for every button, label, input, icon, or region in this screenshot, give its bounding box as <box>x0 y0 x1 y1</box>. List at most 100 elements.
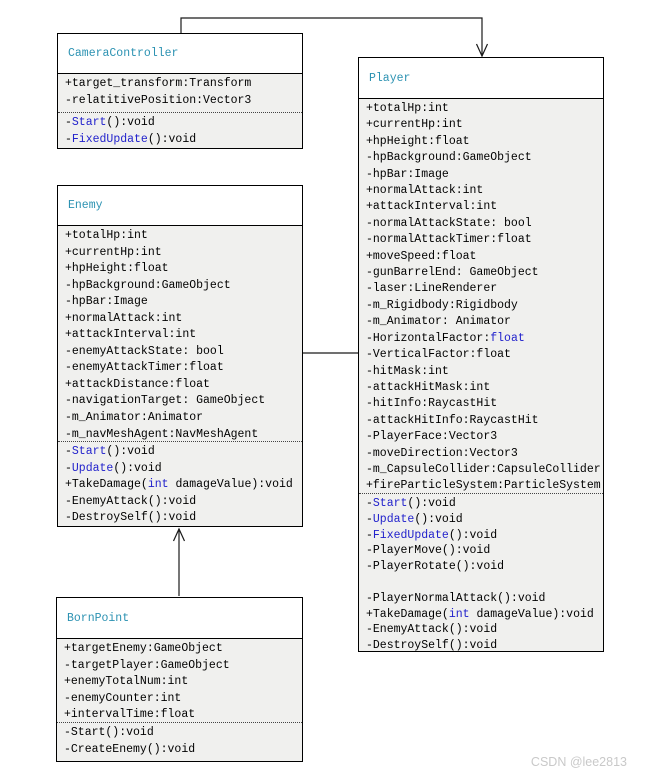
member-text: - <box>65 132 72 146</box>
member-row: -targetPlayer:GameObject <box>64 658 302 675</box>
member-text: ():void <box>147 132 197 146</box>
member-row: +hpHeight:float <box>366 134 603 150</box>
member-text: -normalAttackState: bool <box>366 216 532 230</box>
member-row: -HorizontalFactor:float <box>366 331 603 347</box>
member-row: -hpBar:Image <box>366 167 603 183</box>
member-text: -PlayerRotate():void <box>366 560 505 574</box>
member-text: -VerticalFactor:float <box>366 348 511 362</box>
member-row: +normalAttack:int <box>65 311 302 328</box>
member-text: +attackInterval:int <box>65 328 197 342</box>
connector-bornpoint-to-enemy <box>172 527 186 596</box>
keyword-text: Update <box>71 461 114 475</box>
member-row: +hpHeight:float <box>65 261 302 278</box>
class-title-player: Player <box>359 58 603 99</box>
member-text: damageValue):void <box>168 478 293 491</box>
member-text: -m_Rigidbody:Rigidbody <box>366 298 518 312</box>
member-text: +enemyTotalNum:int <box>64 675 189 688</box>
member-text: -relatitivePosition:Vector3 <box>65 93 252 107</box>
member-row: +totalHp:int <box>65 228 302 245</box>
member-text: -HorizontalFactor: <box>366 331 491 345</box>
member-text: -PlayerNormalAttack():void <box>366 591 546 605</box>
member-row: +normalAttack:int <box>366 183 603 199</box>
member-text: +targetEnemy:GameObject <box>64 642 223 655</box>
member-row: -PlayerRotate():void <box>366 559 603 575</box>
member-row: -gunBarrelEnd: GameObject <box>366 265 603 281</box>
member-row: -CreateEnemy():void <box>64 742 302 759</box>
member-row: -navigationTarget: GameObject <box>65 393 302 410</box>
attributes-section: +totalHp:int+currentHp:int +hpHeight:floa… <box>58 226 302 442</box>
member-row: +fireParticleSystem:ParticleSystem <box>366 478 603 493</box>
arrowhead-down-icon <box>475 43 489 58</box>
member-text: -attackHitMask:int <box>366 380 491 394</box>
member-row: -m_Animator: Animator <box>366 314 603 330</box>
member-text: -EnemyAttack():void <box>65 494 197 508</box>
member-row: -hitMask:int <box>366 364 603 380</box>
member-row: -DestroySelf():void <box>65 510 302 527</box>
member-row: -PlayerMove():void <box>366 543 603 559</box>
member-row: +attackDistance:float <box>65 377 302 394</box>
member-text: +currentHp:int <box>366 118 463 132</box>
attributes-section: +targetEnemy:GameObject -targetPlayer:Gam… <box>57 639 302 723</box>
member-row: +attackInterval:int <box>366 199 603 215</box>
member-row: -m_CapsuleCollider:CapsuleCollider <box>366 462 603 478</box>
member-text: +hpHeight:float <box>65 262 169 276</box>
member-text: -CreateEnemy():void <box>64 742 196 756</box>
member-row: -EnemyAttack():void <box>366 622 603 638</box>
member-text: ():void <box>407 497 456 510</box>
member-row: -Start():void <box>64 725 302 742</box>
member-row: -normalAttackState: bool <box>366 216 603 232</box>
keyword-text: FixedUpdate <box>71 132 148 146</box>
member-row: -PlayerFace:Vector3 <box>366 429 603 445</box>
methods-section: -Start():void-FixedUpdate():void <box>58 113 302 148</box>
member-row: +TakeDamage(int damageValue):void <box>65 477 302 494</box>
member-row: -hitInfo:RaycastHit <box>366 396 603 412</box>
member-text: ():void <box>106 445 155 458</box>
member-text: -normalAttackTimer:float <box>366 233 532 247</box>
member-text: +currentHp:int <box>65 245 162 259</box>
member-text: ():void <box>113 461 162 475</box>
member-text: -attackHitInfo:RaycastHit <box>366 413 539 427</box>
member-text: -gunBarrelEnd: GameObject <box>366 266 539 280</box>
member-row: -enemyAttackState: bool <box>65 344 302 361</box>
member-text: -enemyAttackState: bool <box>65 344 224 358</box>
member-text: -EnemyAttack():void <box>366 623 498 637</box>
member-row: -m_Animator:Animator <box>65 410 302 427</box>
member-text: -Start():void <box>64 726 154 739</box>
member-row: +targetEnemy:GameObject <box>64 641 302 658</box>
keyword-text: float <box>490 331 525 345</box>
attributes-section: +target_transform:Transform-relatitivePo… <box>58 74 302 113</box>
member-text: ():void <box>448 528 498 542</box>
member-text: -hitInfo:RaycastHit <box>366 397 498 411</box>
member-text: +attackDistance:float <box>65 377 210 391</box>
class-title-bornpoint: BornPoint <box>57 598 302 639</box>
member-text: -m_navMeshAgent:NavMeshAgent <box>65 427 259 441</box>
member-row: -moveDirection:Vector3 <box>366 446 603 462</box>
methods-section: -Start():void-Update():void+TakeDamage(i… <box>58 442 302 527</box>
member-row: -hpBackground:GameObject <box>65 278 302 295</box>
member-row: +intervalTime:float <box>64 707 302 722</box>
member-row: +TakeDamage(int damageValue):void <box>366 607 603 623</box>
member-text: ():void <box>106 116 155 129</box>
member-text: +totalHp:int <box>366 102 449 115</box>
member-text: -hpBar:Image <box>366 167 449 181</box>
member-text: - <box>65 445 72 458</box>
member-row: +enemyTotalNum:int <box>64 674 302 691</box>
keyword-text: FixedUpdate <box>372 528 449 542</box>
member-text: +TakeDamage( <box>65 478 148 491</box>
member-row: -EnemyAttack():void <box>65 494 302 511</box>
member-row: +totalHp:int <box>366 101 603 117</box>
member-row: -Start():void <box>65 444 302 461</box>
member-text: -DestroySelf():void <box>65 511 197 524</box>
member-text: +moveSpeed:float <box>366 249 477 263</box>
member-row: -PlayerNormalAttack():void <box>366 591 603 607</box>
class-title-enemy: Enemy <box>58 186 302 226</box>
member-row: +attackInterval:int <box>65 327 302 344</box>
keyword-text: int <box>448 607 470 621</box>
member-row: -m_navMeshAgent:NavMeshAgent <box>65 427 302 441</box>
member-row: -laser:LineRenderer <box>366 281 603 297</box>
member-text: +normalAttack:int <box>366 184 484 198</box>
member-text: -m_Animator:Animator <box>65 411 204 425</box>
member-text: -PlayerMove():void <box>366 544 491 558</box>
member-text: -DestroySelf():void <box>366 639 498 653</box>
